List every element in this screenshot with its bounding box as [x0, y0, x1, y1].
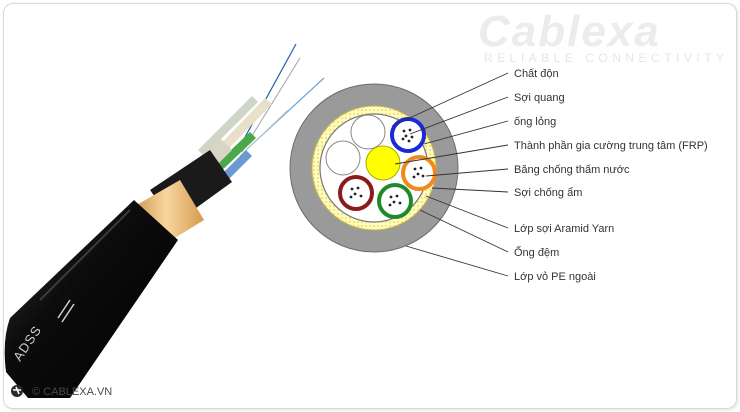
outer-pe-jacket	[4, 200, 178, 398]
cablexa-logo-icon	[11, 385, 23, 397]
label-optical-fiber: Sợi quang	[514, 92, 565, 104]
loose-tube-red	[338, 175, 374, 211]
label-moisture-yarn: Sợi chống ẩm	[514, 187, 582, 199]
cable-side-view: ADSS	[4, 43, 325, 398]
label-filler: Chất độn	[514, 68, 559, 80]
label-aramid-yarn: Lớp sợi Aramid Yarn	[514, 223, 614, 235]
loose-tube	[198, 96, 258, 156]
footer: © CABLEXA.VN	[11, 385, 112, 398]
central-frp	[365, 145, 401, 181]
fiber-strand	[237, 43, 297, 151]
loose-tube-green	[377, 183, 413, 219]
cable-cross-section	[289, 83, 459, 253]
label-loose-tube: ống lỏng	[514, 116, 556, 128]
filler-rod	[325, 140, 361, 176]
fiber-strand	[239, 109, 289, 157]
label-buffer-tube: Ống đệm	[514, 245, 559, 259]
loose-tube-orange	[401, 155, 437, 191]
loose-tube-blue	[220, 150, 252, 182]
brand-logo: Cablexa	[478, 7, 661, 56]
copyright-text: © CABLEXA.VN	[32, 386, 112, 398]
leader-lines	[391, 72, 509, 277]
loose-tube-blue	[390, 117, 426, 153]
legend-labels: Chất độn Sợi quang ống lỏng Thành phần g…	[514, 68, 708, 283]
filler-rod	[350, 114, 386, 150]
loose-tube-green	[212, 132, 256, 174]
label-water-blocking-tape: Băng chống thấm nước	[514, 164, 630, 176]
brand-tagline: RELIABLE CONNECTIVITY	[484, 51, 729, 65]
label-outer-pe-sheath: Lớp vỏ PE ngoài	[514, 271, 596, 283]
label-central-frp: Thành phần gia cường trung tâm (FRP)	[514, 140, 708, 152]
